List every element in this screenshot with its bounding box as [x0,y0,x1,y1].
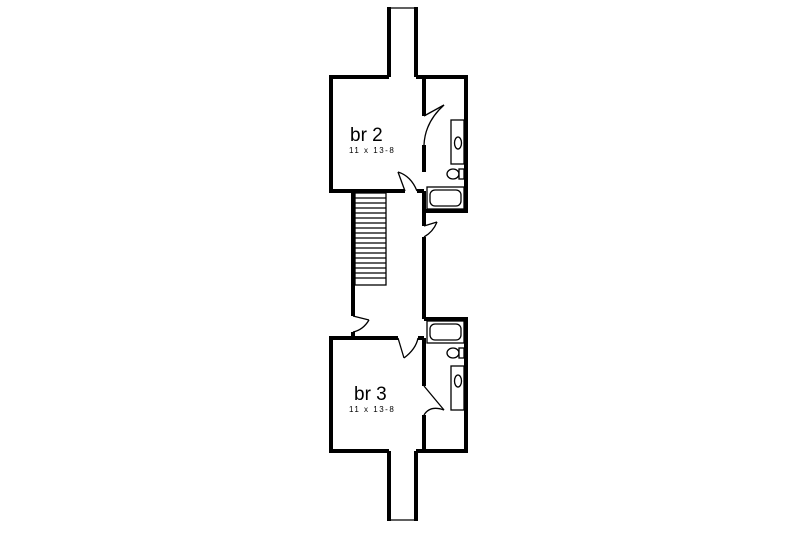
bath-2-tub [426,320,465,344]
bath-1-tub [426,186,465,210]
bedroom-2-label: br 2 [350,125,383,146]
top-deck [387,7,418,77]
door-hall-to-bedroom-3 [397,337,419,359]
hall-walls [351,191,426,319]
bedroom-3-walls [329,332,426,453]
bath-2-toilet [446,347,465,359]
bedroom-3-dimensions: 11 x 13-8 [349,405,395,414]
bedroom-2-dimensions: 11 x 13-8 [349,146,395,155]
bath-1-walls [422,75,468,213]
door-bedroom-3-to-bath [423,385,445,416]
door-bedroom-2-to-bath [423,104,445,146]
bath-2-vanity [450,365,465,411]
bedroom-3-label: br 3 [354,384,387,405]
door-stair-landing [352,315,370,333]
bath-1-vanity [450,119,465,165]
bath-2-walls [424,317,468,453]
bath-1-toilet [446,168,465,180]
bedroom-2-walls [329,75,426,193]
door-hall-to-bath-1 [423,221,438,238]
staircase [354,192,387,286]
door-bedroom-2-to-hall [397,171,418,192]
bottom-deck [387,451,418,521]
